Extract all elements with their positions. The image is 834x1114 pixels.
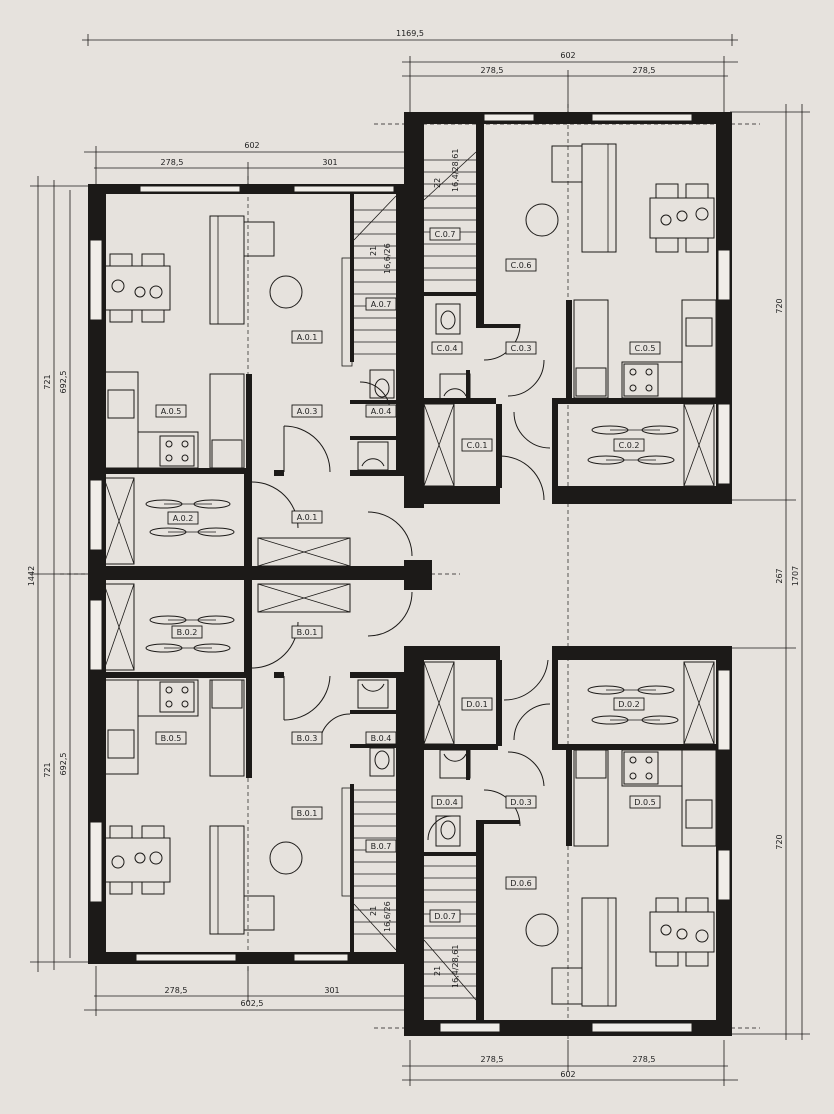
dim-right-upper: 720 (775, 298, 784, 313)
dim-bottom-left-b: 301 (324, 986, 339, 995)
dim-top-left-a: 278,5 (161, 158, 184, 167)
dim-right-lower: 720 (775, 834, 784, 849)
room-label-d02: D.0.2 (618, 700, 639, 709)
dim-right-total: 1707 (791, 566, 800, 586)
dim-right-middle: 267 (775, 568, 784, 583)
stair-a-ratio: 16,6/26 (383, 243, 392, 274)
stairs: 21 16,6/26 22 16,4/28,61 21 16,6/26 (341, 149, 477, 1001)
stair-c-steps: 22 (433, 178, 442, 188)
room-label-d03: D.0.3 (510, 798, 531, 807)
room-label-b05: B.0.5 (161, 734, 182, 743)
dimension-labels: 1169,5 602 278,5 278,5 602 278,5 301 278… (27, 29, 800, 1079)
room-label-c05: C.0.5 (635, 344, 656, 353)
dim-top-right-total: 602 (560, 51, 575, 60)
stair-d-ratio: 16,4/28,61 (451, 945, 460, 988)
room-label-c07: C.0.7 (435, 230, 456, 239)
room-label-a03: A.0.3 (297, 407, 318, 416)
room-label-a01: A.0.1 (297, 333, 318, 342)
dim-top-right-a: 278,5 (481, 66, 504, 75)
room-label-a01b: A.0.1 (297, 513, 318, 522)
dim-left-lower: 721 (43, 762, 52, 777)
room-label-d06: D.0.6 (510, 879, 531, 888)
stair-b-ratio: 16,6/26 (383, 901, 392, 932)
dim-left-total: 1442 (27, 566, 36, 586)
room-tags: A.0.1 A.0.1 A.0.2 A.0.3 A.0.4 A.0.5 A.0.… (155, 227, 661, 923)
walls (88, 112, 732, 1036)
room-label-c04: C.0.4 (437, 344, 458, 353)
room-label-d04: D.0.4 (436, 798, 457, 807)
stair-c-ratio: 16,4/28,61 (451, 149, 460, 192)
room-label-d01: D.0.1 (466, 700, 487, 709)
dim-bottom-right-total: 602 (560, 1070, 575, 1079)
room-label-a05: A.0.5 (161, 407, 182, 416)
room-label-a02: A.0.2 (173, 514, 194, 523)
dim-bottom-right-b: 278,5 (633, 1055, 656, 1064)
room-label-c01: C.0.1 (467, 441, 488, 450)
room-label-c02: C.0.2 (619, 441, 640, 450)
room-label-d07: D.0.7 (434, 912, 455, 921)
dim-bottom-left-a: 278,5 (165, 986, 188, 995)
stair-b-steps: 21 (369, 906, 378, 916)
dim-top-overall: 1169,5 (396, 29, 424, 38)
dim-top-left-b: 301 (322, 158, 337, 167)
room-label-c06: C.0.6 (511, 261, 532, 270)
room-label-b03: B.0.3 (297, 734, 318, 743)
dim-left-upper-inner: 692,5 (59, 371, 68, 394)
dim-bottom-left-total: 602,5 (241, 999, 264, 1008)
room-label-a07: A.0.7 (371, 300, 392, 309)
room-label-a04: A.0.4 (371, 407, 392, 416)
room-label-c03: C.0.3 (511, 344, 532, 353)
room-label-b07: B.0.7 (371, 842, 392, 851)
dim-left-upper: 721 (43, 374, 52, 389)
stair-d-steps: 21 (433, 966, 442, 976)
room-label-b02: B.0.2 (177, 628, 198, 637)
stair-a-steps: 21 (369, 246, 378, 256)
room-label-b04: B.0.4 (371, 734, 392, 743)
dim-top-left-total: 602 (244, 141, 259, 150)
dim-left-lower-inner: 692,5 (59, 753, 68, 776)
furniture (103, 143, 717, 1007)
room-label-d05: D.0.5 (634, 798, 655, 807)
dim-bottom-right-a: 278,5 (481, 1055, 504, 1064)
room-label-b01b: B.0.1 (297, 628, 318, 637)
room-label-b01: B.0.1 (297, 809, 318, 818)
dim-top-right-b: 278,5 (633, 66, 656, 75)
